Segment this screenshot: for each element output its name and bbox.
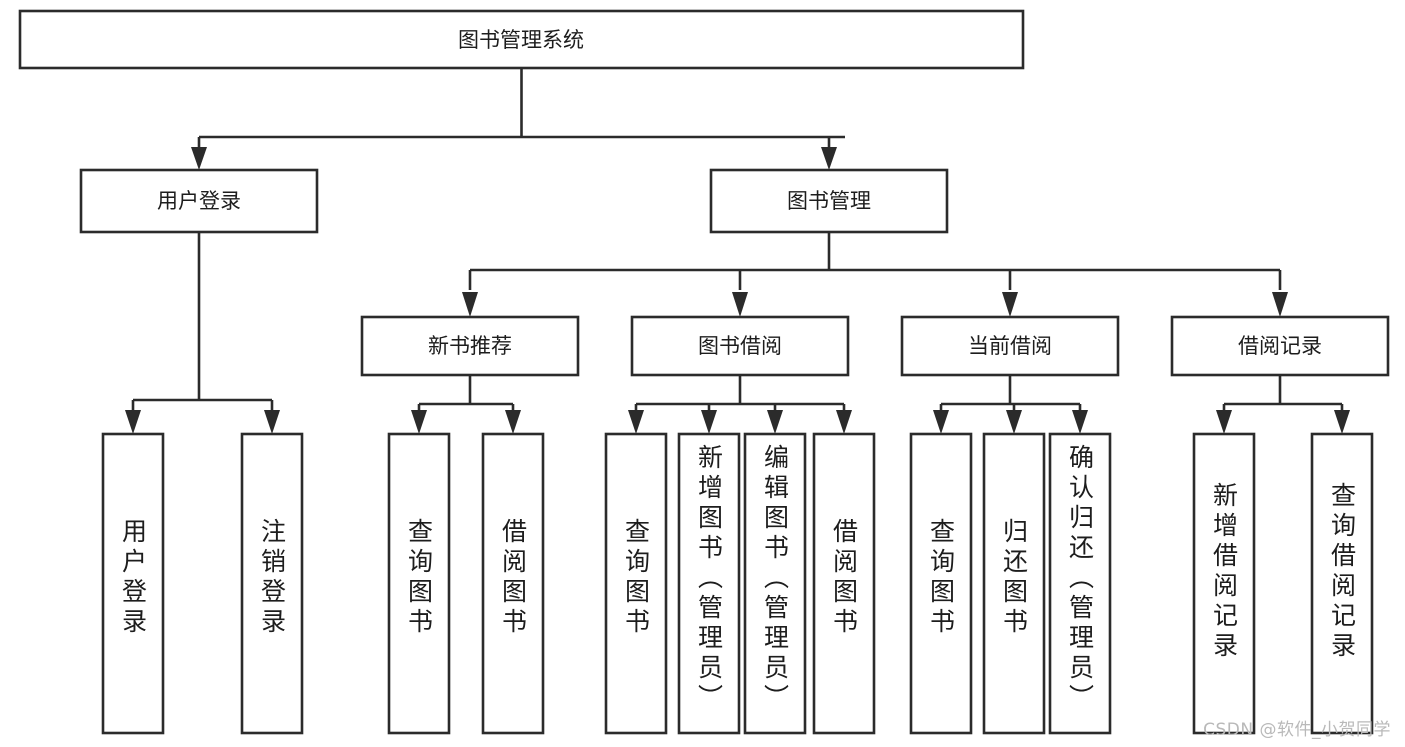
leaf-box-group-current-borrow: [909, 432, 1112, 735]
connector-bookborrow-to-leaves: [628, 375, 852, 434]
leaf-box-borrow-book-newbook[interactable]: [481, 432, 545, 735]
leaf-box-return-book[interactable]: [982, 432, 1046, 735]
connector-currentborrow-to-leaves: [933, 375, 1088, 434]
node-current-borrow-label: 当前借阅: [968, 334, 1052, 358]
leaf-box-query-book-newbook[interactable]: [387, 432, 451, 735]
connector-bookmgmt-to-level3: [462, 232, 1288, 317]
leaf-box-group-book-borrow: [604, 432, 876, 735]
connector-newbook-to-leaves: [411, 375, 521, 434]
node-borrow-record[interactable]: 借阅记录: [1170, 315, 1390, 377]
leaf-box-group-user-login: [101, 432, 304, 735]
leaf-box-query-borrow-record[interactable]: [1310, 432, 1374, 735]
leaf-box-group-borrow-record: [1192, 432, 1374, 735]
leaf-box-group-new-book: [387, 432, 545, 735]
leaf-box-edit-book[interactable]: [743, 432, 807, 735]
node-book-borrow[interactable]: 图书借阅: [630, 315, 850, 377]
node-user-login-label: 用户登录: [157, 189, 241, 213]
node-new-book-recommend[interactable]: 新书推荐: [360, 315, 580, 377]
leaf-box-add-borrow-record[interactable]: [1192, 432, 1256, 735]
leaf-box-logout[interactable]: [240, 432, 304, 735]
node-user-login[interactable]: 用户登录: [79, 168, 319, 234]
watermark-text: CSDN @软件_小贺同学: [1203, 720, 1391, 740]
node-root-label: 图书管理系统: [458, 28, 584, 52]
node-root-system[interactable]: 图书管理系统: [18, 9, 1025, 70]
leaf-box-borrow-book[interactable]: [812, 432, 876, 735]
leaf-box-query-book[interactable]: [604, 432, 668, 735]
node-book-borrow-label: 图书借阅: [698, 334, 782, 358]
leaf-box-user-login[interactable]: [101, 432, 165, 735]
leaf-box-query-book-current[interactable]: [909, 432, 973, 735]
leaf-box-add-book[interactable]: [677, 432, 741, 735]
node-new-book-recommend-label: 新书推荐: [428, 334, 512, 358]
connector-userlogin-to-leaves: [125, 232, 280, 434]
node-current-borrow[interactable]: 当前借阅: [900, 315, 1120, 377]
connector-root-to-level2: [191, 68, 845, 170]
node-book-management[interactable]: 图书管理: [709, 168, 949, 234]
node-borrow-record-label: 借阅记录: [1238, 334, 1322, 358]
node-book-management-label: 图书管理: [787, 189, 871, 213]
connector-borrowrecord-to-leaves: [1216, 375, 1350, 434]
leaf-box-confirm-return[interactable]: [1048, 432, 1112, 735]
